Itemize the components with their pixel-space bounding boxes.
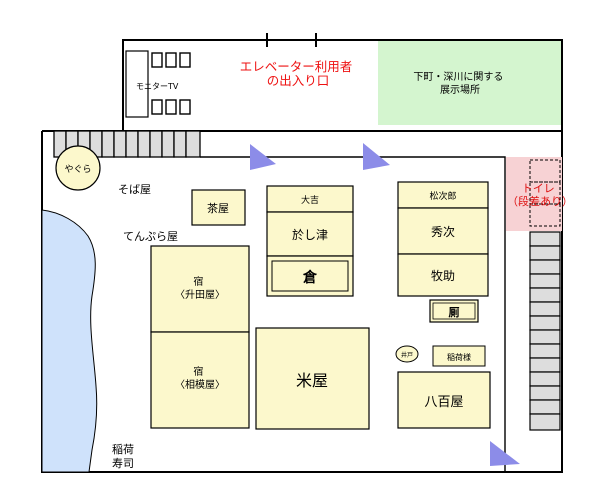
yaoya-building xyxy=(397,371,491,429)
canal xyxy=(41,209,98,473)
bokusuke-label: 牧助 xyxy=(431,269,455,283)
exhibit-area xyxy=(378,41,561,125)
daikichi-label: 大吉 xyxy=(301,194,319,206)
hidetsugu-building xyxy=(397,207,489,255)
matsujiro-building xyxy=(397,181,489,209)
direction-arrow-3 xyxy=(490,441,520,466)
inari-shrine-building xyxy=(432,345,486,367)
hidetsugu-label: 秀次 xyxy=(431,225,455,239)
daikichi-building xyxy=(266,185,354,213)
kawaya-inner xyxy=(432,302,476,320)
monitor-tv-label: モニターTV xyxy=(136,82,179,91)
yagura-label: やぐら xyxy=(64,164,91,175)
yagura xyxy=(55,145,101,191)
oshizu-label: 於し津 xyxy=(292,227,328,242)
chaya-label: 茶屋 xyxy=(207,202,229,215)
matsujiro-label: 松次郎 xyxy=(429,190,456,202)
chaya-building xyxy=(191,189,246,226)
exhibit-area-label: 下町・深川に関する 展示場所 xyxy=(413,71,506,96)
toilet-stalls xyxy=(529,159,561,227)
inn-masuda-label: 宿 〈升田屋〉 xyxy=(175,275,225,301)
komeya-building xyxy=(255,327,370,430)
right-stairs xyxy=(529,231,561,431)
monitor-tv-area xyxy=(125,50,191,118)
elevator-door-marks xyxy=(266,33,317,47)
oshizu-building xyxy=(266,211,354,257)
toilet-label: トイレ （段差あり） xyxy=(507,182,573,208)
inn-sagami-building xyxy=(150,331,250,429)
toilet-area xyxy=(506,157,562,231)
kawaya-building xyxy=(429,299,479,323)
inari-sushi-label: 稲荷 寿司 xyxy=(112,443,138,470)
tempura-label: てんぷら屋 xyxy=(123,230,178,243)
well xyxy=(395,345,419,363)
direction-arrow-2 xyxy=(363,143,390,170)
kura-building xyxy=(266,255,354,297)
inari-shrine-label: 稲荷様 xyxy=(447,352,471,362)
komeya-label: 米屋 xyxy=(296,371,328,390)
well-label: 井戸 xyxy=(401,351,413,359)
soba-label: そば屋 xyxy=(118,183,151,196)
bokusuke-building xyxy=(397,253,489,297)
kura-label: 倉 xyxy=(302,269,318,286)
direction-arrow-1 xyxy=(250,144,276,170)
inn-sagami-label: 宿 〈相模屋〉 xyxy=(175,365,225,391)
kura-inner xyxy=(271,260,349,292)
elevator-entrance-label: エレベーター利用者 の出入り口 xyxy=(240,59,357,88)
kawaya-label: 厠 xyxy=(449,306,460,319)
inn-masuda-building xyxy=(150,245,250,333)
yaoya-label: 八百屋 xyxy=(424,395,463,410)
